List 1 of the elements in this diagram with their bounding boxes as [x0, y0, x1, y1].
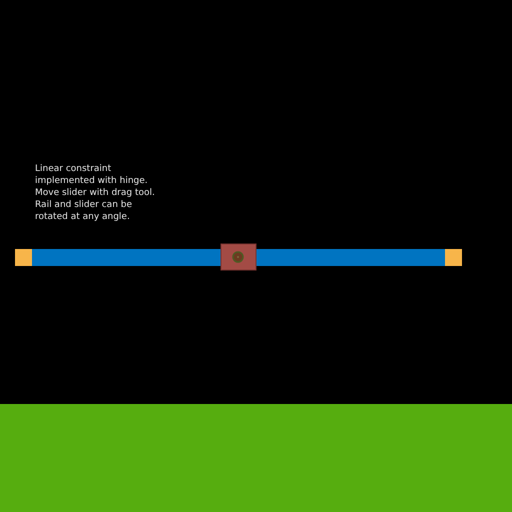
instruction-note: Linear constraint implemented with hinge. Move slider with drag tool. Rail and slider can be rotated at any angle.: [35, 163, 156, 223]
